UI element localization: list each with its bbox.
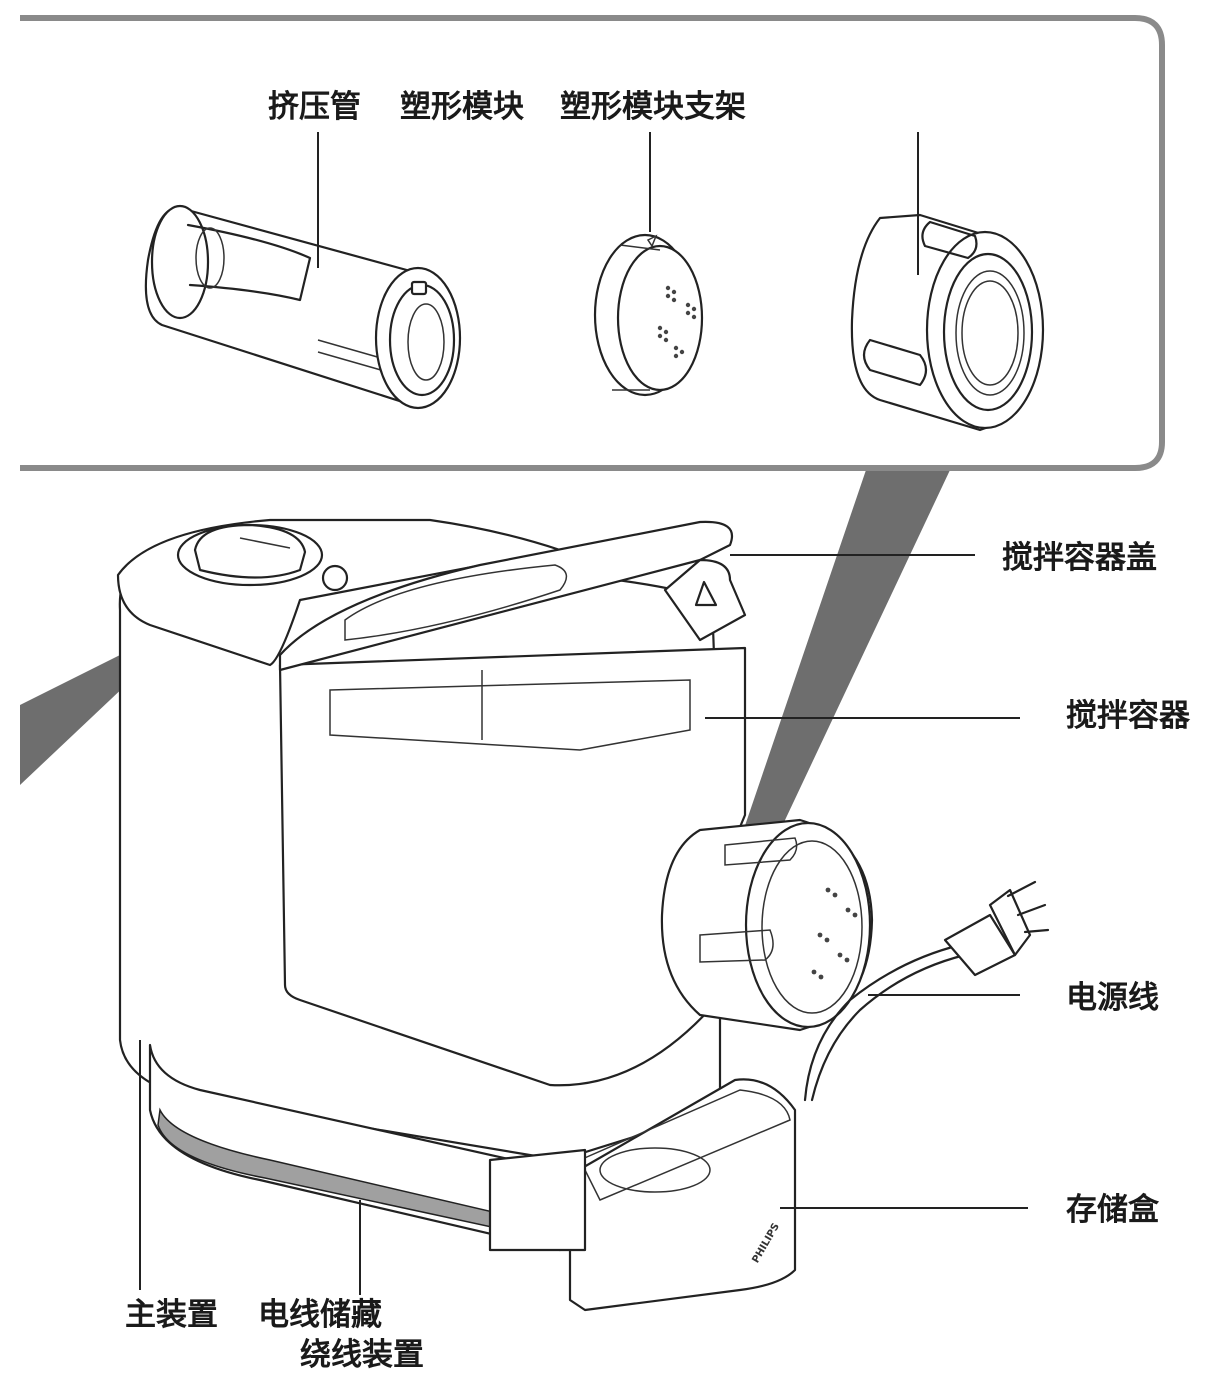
shaping-disc-drawing — [593, 233, 704, 397]
label-mixing-chamber-lid: 搅拌容器盖 — [1002, 540, 1157, 576]
parts-zoom-panel — [20, 15, 1165, 471]
main-unit-drawing — [116, 518, 1050, 1312]
label-main-unit: 主装置 — [125, 1297, 218, 1333]
label-mixing-chamber: 搅拌容器 — [1066, 698, 1191, 734]
label-extrusion-tube: 挤压管 — [268, 89, 361, 125]
label-shaping-disc: 塑形模块 — [400, 89, 524, 125]
zoom-beam-right — [718, 470, 950, 905]
label-shaping-disc-holder: 塑形模块支架 — [560, 89, 746, 125]
label-cord-storage-line1: 电线储藏 — [258, 1297, 382, 1333]
extrusion-tube-drawing — [144, 204, 462, 410]
label-power-cord: 电源线 — [1066, 980, 1159, 1016]
label-storage-box: 存储盒 — [1066, 1192, 1160, 1228]
label-cord-storage-line2: 绕线装置 — [300, 1337, 424, 1373]
shaping-disc-holder-drawing — [850, 213, 1045, 432]
